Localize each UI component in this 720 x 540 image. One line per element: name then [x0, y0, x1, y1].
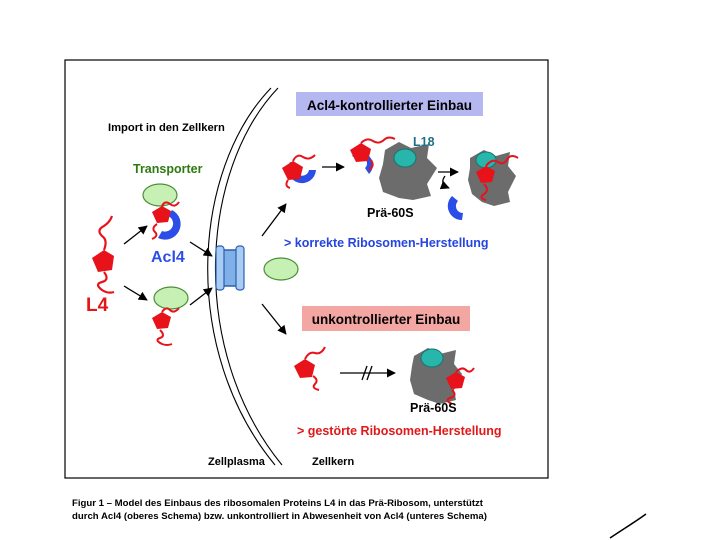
- arrow-to-uncontrolled: [261, 303, 287, 335]
- nuclear-pore-icon: [215, 245, 245, 291]
- block-mark-icon: [366, 365, 373, 381]
- decorative-stroke: [609, 513, 647, 539]
- controlled-box: [296, 92, 483, 116]
- arrow-to-pore: [189, 241, 213, 257]
- l4-acl4-complex-icon: [282, 154, 316, 189]
- pre-60s-label: Prä-60S: [367, 206, 414, 220]
- acl4-label: Acl4: [151, 249, 185, 266]
- transporter-icon: [142, 183, 178, 207]
- uncontrolled-box-label: unkontrollierter Einbau: [312, 312, 461, 327]
- arrow-l4-to-transporter-acl4: [123, 225, 148, 245]
- l4-label: L4: [86, 295, 109, 316]
- arrow-to-controlled: [261, 203, 287, 237]
- nuclear-envelope-inner: [207, 87, 276, 466]
- arrow-to-pore: [189, 287, 213, 306]
- acl4-icon: [158, 210, 181, 240]
- pre-60s-label: Prä-60S: [410, 401, 457, 415]
- import-label: Import in den Zellkern: [108, 122, 225, 134]
- caption-line-1: Figur 1 – Model des Einbaus des ribosoma…: [72, 498, 484, 509]
- arrow-acl4-release: [439, 175, 450, 190]
- uncontrolled-box: [302, 306, 470, 331]
- l4-protein-icon: [92, 215, 115, 294]
- controlled-box-label: Acl4-kontrollierter Einbau: [307, 98, 472, 113]
- block-mark-icon: [361, 365, 368, 381]
- l4-protein-icon: [476, 155, 519, 201]
- acl4-icon: [447, 196, 463, 221]
- l4-bound-acl4-icon: [151, 201, 180, 240]
- l4-protein-icon: [294, 346, 326, 391]
- l18-label: L18: [413, 135, 435, 149]
- nucleus-label: Zellkern: [312, 456, 354, 468]
- l4-protein-icon: [350, 136, 396, 171]
- cytoplasm-label: Zellplasma: [208, 456, 266, 468]
- correct-outcome-label: > korrekte Ribosomen-Herstellung: [284, 236, 489, 250]
- transporter-icon: [153, 286, 189, 310]
- l4-protein-icon: [152, 307, 180, 346]
- l4-protein-icon: [446, 367, 475, 405]
- figure-frame: [64, 59, 549, 479]
- transporter-label: Transporter: [133, 162, 203, 176]
- arrow-l4-to-transporter: [123, 285, 148, 301]
- figure-caption: Figur 1 – Model des Einbaus des ribosoma…: [72, 497, 632, 523]
- pre-60s-ribosome-icon: [410, 348, 462, 404]
- pre-60s-ribosome-icon: [379, 142, 437, 200]
- caption-line-2: durch Acl4 (oberes Schema) bzw. unkontro…: [72, 511, 487, 522]
- disturbed-outcome-label: > gestörte Ribosomen-Herstellung: [297, 424, 502, 438]
- transporter-icon: [263, 257, 299, 281]
